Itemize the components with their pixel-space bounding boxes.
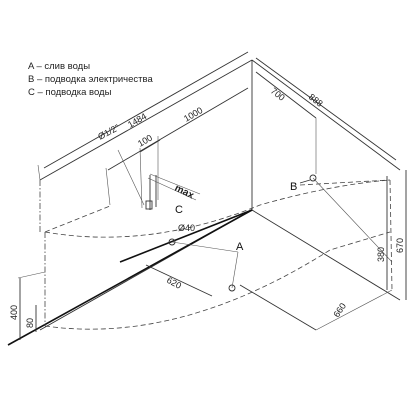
marker-a: A <box>236 241 244 253</box>
electric-point <box>309 174 317 182</box>
label-700: 700 <box>269 86 287 103</box>
tub-arc-lower <box>44 231 391 330</box>
legend-item-drain: A – слив воды <box>28 61 91 72</box>
legend-item-water-supply: C – подводка воды <box>28 87 112 98</box>
label-400: 400 <box>9 305 19 320</box>
electric-leader <box>299 179 311 184</box>
ext-1484-left <box>37 164 41 181</box>
drain-top-point <box>168 238 176 246</box>
legend-item-electricity: B – подводка электричества <box>28 74 153 85</box>
marker-c: C <box>175 204 183 216</box>
tub-front-edge <box>7 209 253 346</box>
pipe-leader <box>117 149 145 206</box>
dim-line-620 <box>145 264 213 297</box>
ext-100-a <box>139 147 143 209</box>
marker-b: B <box>290 181 297 193</box>
label-pipe-diameter: Ø1/2" <box>96 122 121 141</box>
ext-400 <box>17 271 46 279</box>
tub-arc-upper <box>44 179 391 238</box>
tub-arc-left <box>44 205 111 233</box>
max-leader <box>147 177 197 201</box>
dim-line-100 <box>139 139 161 153</box>
dim-line-888 <box>255 57 397 161</box>
right-vertical-dashed <box>389 179 393 291</box>
ext-380 <box>312 177 393 263</box>
label-max: max <box>173 183 196 202</box>
water-valve <box>145 200 153 210</box>
ext-660 <box>315 289 393 331</box>
dim-line-1000 <box>107 87 249 171</box>
floor-joint-right <box>251 209 401 301</box>
right-top-dashed <box>299 179 391 186</box>
drain-bottom-point <box>228 284 236 292</box>
drain-leader-a <box>171 241 239 253</box>
tub-rim-back <box>119 209 253 263</box>
label-670: 670 <box>395 238 405 253</box>
label-80: 80 <box>25 318 35 328</box>
label-660: 660 <box>331 301 348 319</box>
max-arrow <box>149 173 201 195</box>
ext-1000 <box>105 167 111 206</box>
wall-top-right <box>251 59 401 171</box>
dim-line-1484 <box>43 51 249 169</box>
label-drain-diameter: Ø40 <box>178 223 195 233</box>
label-380: 380 <box>376 247 386 262</box>
drain-leader-b <box>231 251 239 289</box>
dim-line-660 <box>239 284 317 331</box>
legend: A – слив воды B – подводка электричества… <box>28 60 153 99</box>
dim-line-700 <box>255 71 317 119</box>
label-620: 620 <box>165 275 183 291</box>
wall-top-left <box>39 59 253 181</box>
label-1484: 1484 <box>126 111 148 130</box>
label-1000: 1000 <box>182 105 204 124</box>
label-100: 100 <box>136 133 154 149</box>
